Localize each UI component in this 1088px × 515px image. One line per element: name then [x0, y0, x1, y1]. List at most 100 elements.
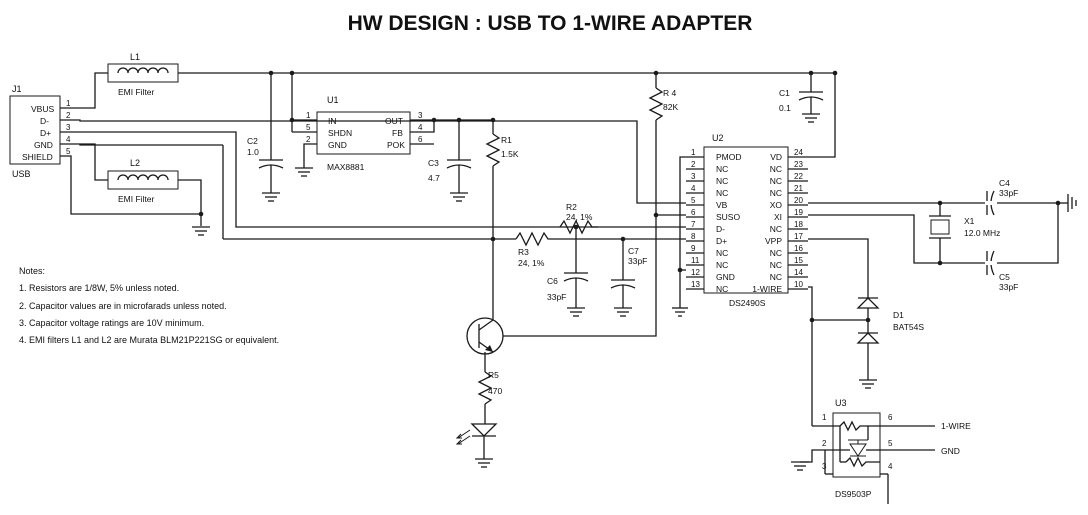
r4-value: 82K — [663, 102, 678, 112]
j1-pin-number: 4 — [66, 135, 71, 144]
u2-pin-number: 4 — [691, 184, 696, 193]
x1-ref: X1 — [964, 216, 975, 226]
u3-ref: U3 — [835, 398, 847, 408]
note-item: 2. Capacitor values are in microfarads u… — [19, 300, 227, 311]
r5-ref: R5 — [488, 370, 499, 380]
u2-pin-label: SUSO — [716, 212, 740, 222]
u1-pin-number: 6 — [418, 135, 423, 144]
r2-ref: R2 — [566, 202, 577, 212]
u1-pin-number: 3 — [418, 111, 423, 120]
u2-pin-number: 20 — [794, 196, 803, 205]
crystal-x1: X1 12.0 MHz — [929, 200, 1000, 266]
dplus-wires — [79, 144, 686, 242]
u1-pin-number: 4 — [418, 123, 423, 132]
vbus-rail — [178, 70, 838, 158]
u1-pin-number: 1 — [306, 111, 311, 120]
u3-pin-number: 6 — [888, 413, 893, 422]
u2-pin-label: 1-WIRE — [752, 284, 782, 294]
u2-pin-label: NC — [770, 176, 782, 186]
u2-pin-label: GND — [716, 272, 735, 282]
u2-pin-number: 16 — [794, 244, 803, 253]
note-item: 4. EMI filters L1 and L2 are Murata BLM2… — [19, 335, 280, 346]
led-icon — [455, 423, 498, 468]
u2-pin-label: VPP — [765, 236, 782, 246]
u2-pin-number: 19 — [794, 208, 803, 217]
u3-pin-number: 2 — [822, 439, 827, 448]
u3-pin-number: 5 — [888, 439, 893, 448]
u2-pin-label: D- — [716, 224, 725, 234]
u2-pin-label: NC — [716, 176, 728, 186]
u1-pin-label: FB — [392, 128, 403, 138]
u1-pin-number: 2 — [306, 135, 311, 144]
j1-pin-label: D+ — [40, 128, 51, 138]
u2-pin-number: 1 — [691, 148, 696, 157]
u2-part: DS2490S — [729, 298, 766, 308]
j1-ref: J1 — [12, 84, 22, 94]
l2-ref: L2 — [130, 158, 140, 168]
transistor-q1 — [466, 215, 657, 372]
l2-desc: EMI Filter — [118, 194, 155, 204]
u2-pin-number: 21 — [794, 184, 803, 193]
capacitor-c3: C3 4.7 — [428, 120, 472, 202]
u2-pin-label: NC — [770, 188, 782, 198]
r4-ref: R 4 — [663, 88, 677, 98]
u1-pin-label: OUT — [385, 116, 403, 126]
l1-desc: EMI Filter — [118, 87, 155, 97]
capacitor-c4: C4 33pF — [986, 178, 1018, 216]
u2-pin-label: NC — [770, 164, 782, 174]
u1-ref: U1 — [327, 95, 339, 105]
u2-pin-number: 7 — [691, 220, 696, 229]
u1-pin-label: GND — [328, 140, 347, 150]
x1-value: 12.0 MHz — [964, 228, 1000, 238]
c6-value: 33pF — [547, 292, 566, 302]
u2-pin-number: 24 — [794, 148, 803, 157]
c7-value: 33pF — [628, 256, 647, 266]
r2-value: 24, 1% — [566, 212, 593, 222]
inductor-l2: L2 EMI Filter — [107, 158, 179, 204]
u2-pin-label: VD — [770, 152, 782, 162]
inductor-l1: L1 EMI Filter — [107, 52, 179, 97]
c4-value: 33pF — [999, 188, 1018, 198]
u2-ref: U2 — [712, 133, 724, 143]
u2-pin-label: NC — [770, 248, 782, 258]
resistor-r1: R1 1.5K — [485, 120, 519, 242]
u3-pin-number: 4 — [888, 462, 893, 471]
c7-ref: C7 — [628, 246, 639, 256]
u2-pin-label: VB — [716, 200, 728, 210]
u1-pin-label: IN — [328, 116, 337, 126]
u1-pin-number: 5 — [306, 123, 311, 132]
j1-pin-label: D- — [40, 116, 49, 126]
u2-pin-label: NC — [770, 260, 782, 270]
j1-wires — [60, 72, 686, 228]
capacitor-c2: C2 1.0 — [247, 73, 284, 202]
u2-pin-number: 2 — [691, 160, 696, 169]
u3-part: DS9503P — [835, 489, 872, 499]
capacitor-c1: C1 0.1 — [779, 73, 824, 123]
u3-output-label: GND — [941, 446, 960, 456]
u2-pin-number: 5 — [691, 196, 696, 205]
resistor-r2: R2 24, 1% — [559, 202, 598, 235]
u2-pin-number: 9 — [691, 244, 696, 253]
c4-ref: C4 — [999, 178, 1010, 188]
capacitor-c7: C7 33pF — [610, 239, 647, 317]
j1-body — [9, 95, 61, 165]
r5-value: 470 — [488, 386, 502, 396]
schematic-title: HW DESIGN : USB TO 1-WIRE ADAPTER — [347, 12, 753, 35]
u2-pin-number: 13 — [691, 280, 700, 289]
resistor-r5: R5 470 — [477, 370, 502, 424]
j1-pin-number: 2 — [66, 111, 71, 120]
j1-name: USB — [12, 169, 31, 179]
c5-ref: C5 — [999, 272, 1010, 282]
j1-pin-label: SHIELD — [22, 152, 53, 162]
u2-pin-label: XI — [774, 212, 782, 222]
u2-pin-number: 18 — [794, 220, 803, 229]
notes-heading: Notes: — [19, 266, 46, 276]
u2-pin-label: NC — [770, 272, 782, 282]
u2-pin-label: PMOD — [716, 152, 742, 162]
c2-ref: C2 — [247, 136, 258, 146]
d1-value: BAT54S — [893, 322, 924, 332]
capacitor-c5: C5 33pF — [986, 250, 1018, 292]
ground-symbol — [192, 226, 210, 236]
diode-d1: D1 BAT54S — [856, 297, 924, 389]
